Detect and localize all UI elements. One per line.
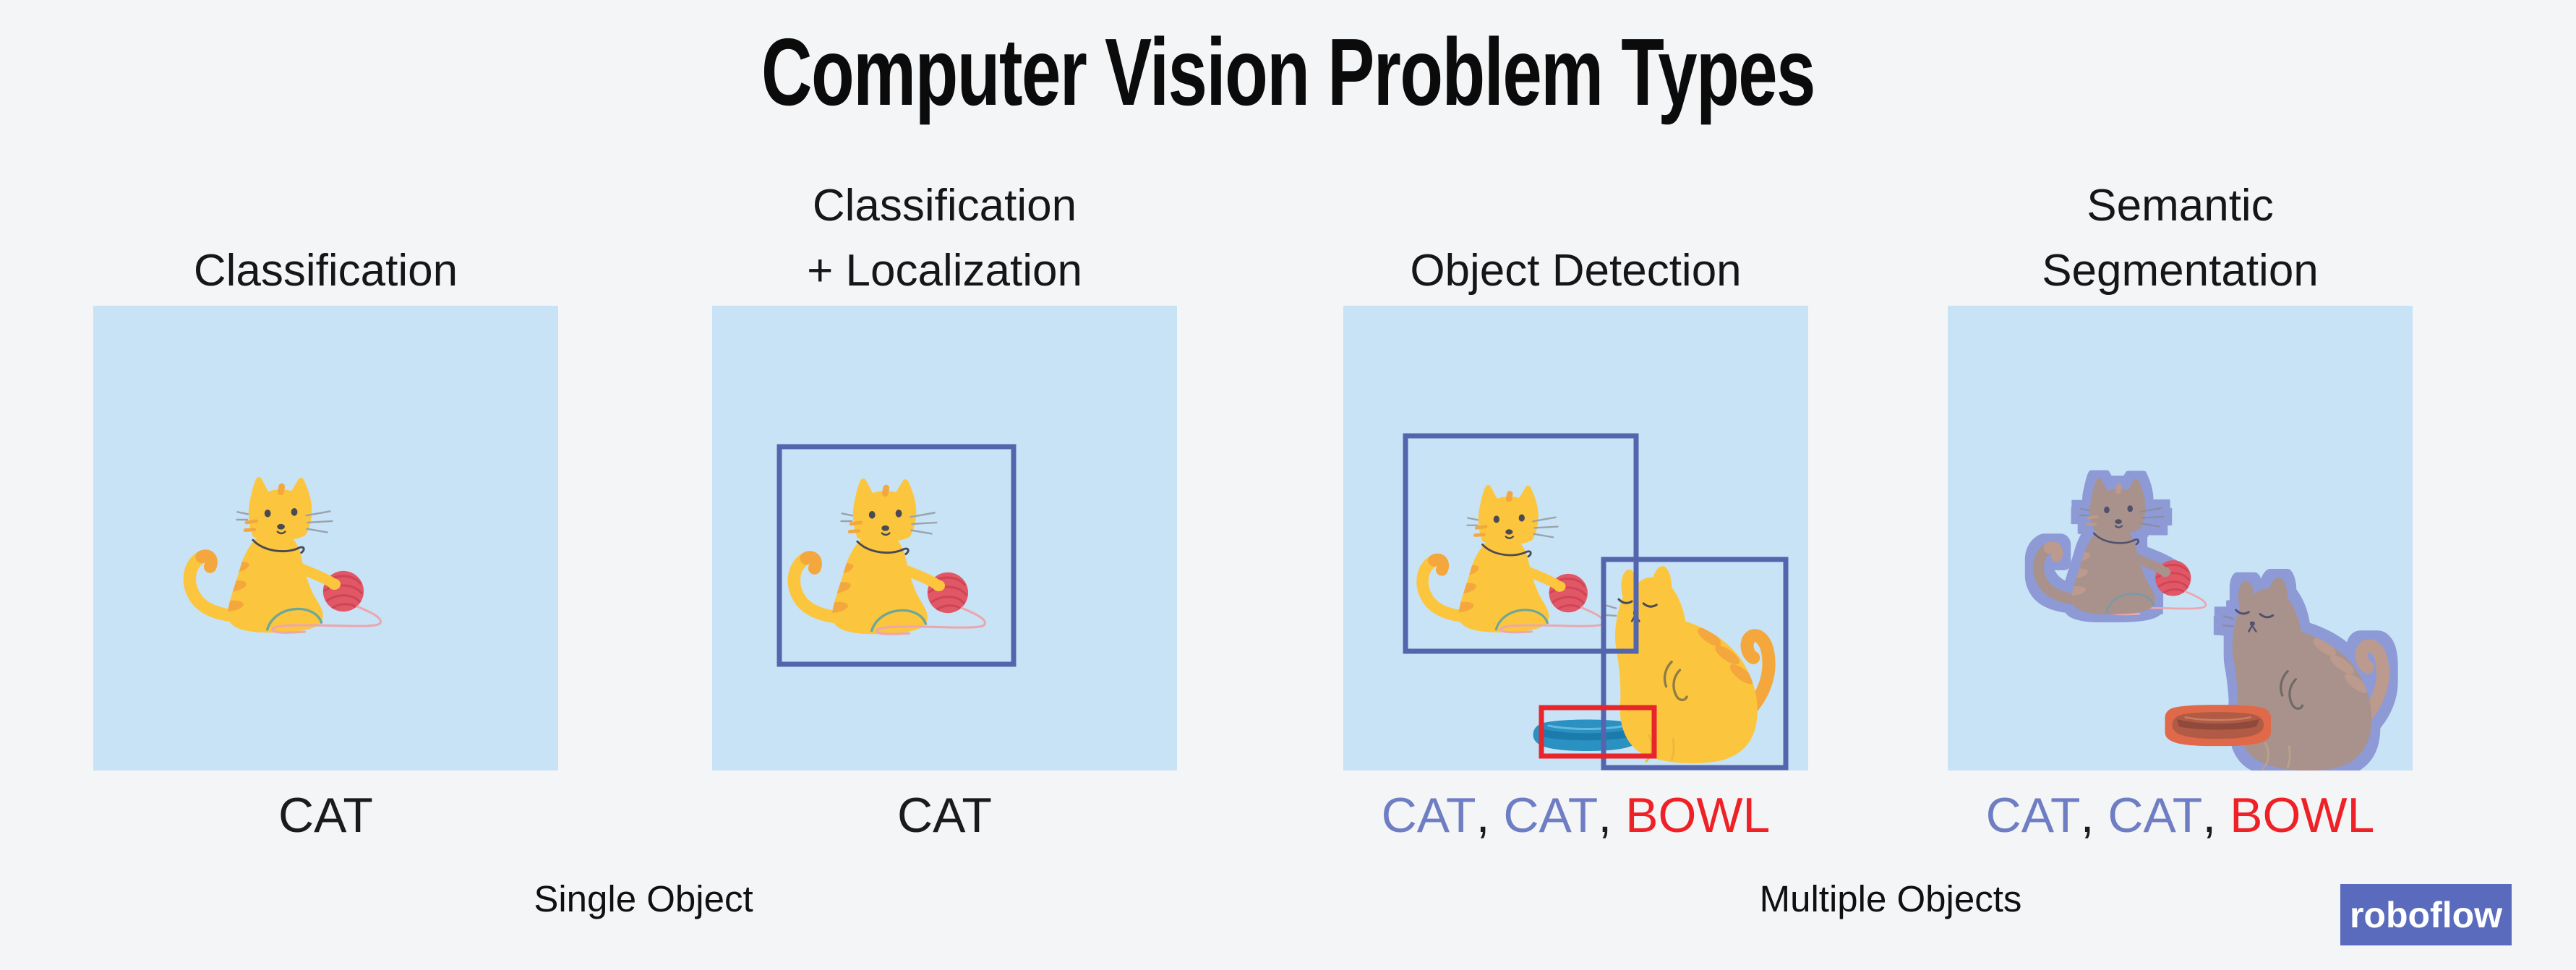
result-classification-localization: CAT: [712, 789, 1177, 847]
separator: ,: [2202, 788, 2230, 843]
bowl-bounding-box: [1539, 705, 1657, 759]
cat-with-yarn-icon: [189, 477, 380, 632]
object-detection-image: [1343, 306, 1808, 771]
roboflow-logo[interactable]: roboflow: [2340, 884, 2512, 945]
result-label-cat: CAT: [2108, 788, 2203, 843]
result-label-cat: CAT: [1503, 788, 1599, 843]
sleeping-cat-icon: [1606, 566, 1769, 763]
roboflow-logo-text: roboflow: [2349, 894, 2503, 935]
result-label-cat: CAT: [278, 788, 373, 843]
result-label-bowl: BOWL: [2230, 788, 2375, 843]
result-label-cat: CAT: [1381, 788, 1476, 843]
separator: ,: [1476, 788, 1504, 843]
header-line: + Localization: [807, 246, 1082, 296]
bowl-icon: [2172, 712, 2264, 739]
cat-with-yarn-icon: [2038, 478, 2163, 614]
sleeping-cat-icon: [2223, 578, 2383, 771]
header-semantic-segmentation: Semantic Segmentation: [1948, 160, 2413, 304]
header-object-detection: Object Detection: [1343, 160, 1808, 304]
cat-bounding-box: [1601, 557, 1789, 771]
header-line: Segmentation: [2042, 246, 2319, 296]
page-title-text: Computer Vision Problem Types: [761, 19, 1815, 125]
result-semantic-segmentation: CAT, CAT, BOWL: [1948, 789, 2413, 847]
separator: ,: [1598, 788, 1626, 843]
header-line: Semantic: [2087, 181, 2274, 231]
cat-bounding-box: [776, 444, 1017, 667]
result-object-detection: CAT, CAT, BOWL: [1343, 789, 1808, 847]
header-classification-localization: Classification + Localization: [712, 160, 1177, 304]
result-label-cat: CAT: [1985, 788, 2081, 843]
cat-with-yarn-icon: [794, 478, 985, 634]
header-line: Object Detection: [1410, 246, 1742, 296]
cat-bounding-box: [1403, 433, 1639, 654]
result-label-cat: CAT: [897, 788, 992, 843]
classification-localization-image: [712, 306, 1177, 771]
separator: ,: [2080, 788, 2108, 843]
page-title: Computer Vision Problem Types: [0, 25, 2576, 120]
caption-multiple-objects: Multiple Objects: [1759, 878, 2022, 919]
caption-single-object: Single Object: [534, 878, 753, 919]
header-line: Classification: [812, 181, 1077, 231]
result-classification: CAT: [93, 789, 558, 847]
result-label-bowl: BOWL: [1625, 788, 1771, 843]
semantic-segmentation-image: [1948, 306, 2413, 771]
classification-image: [93, 306, 558, 771]
header-line: Classification: [193, 246, 458, 296]
cat-with-yarn-icon: [1423, 485, 1604, 632]
header-classification: Classification: [93, 160, 558, 304]
